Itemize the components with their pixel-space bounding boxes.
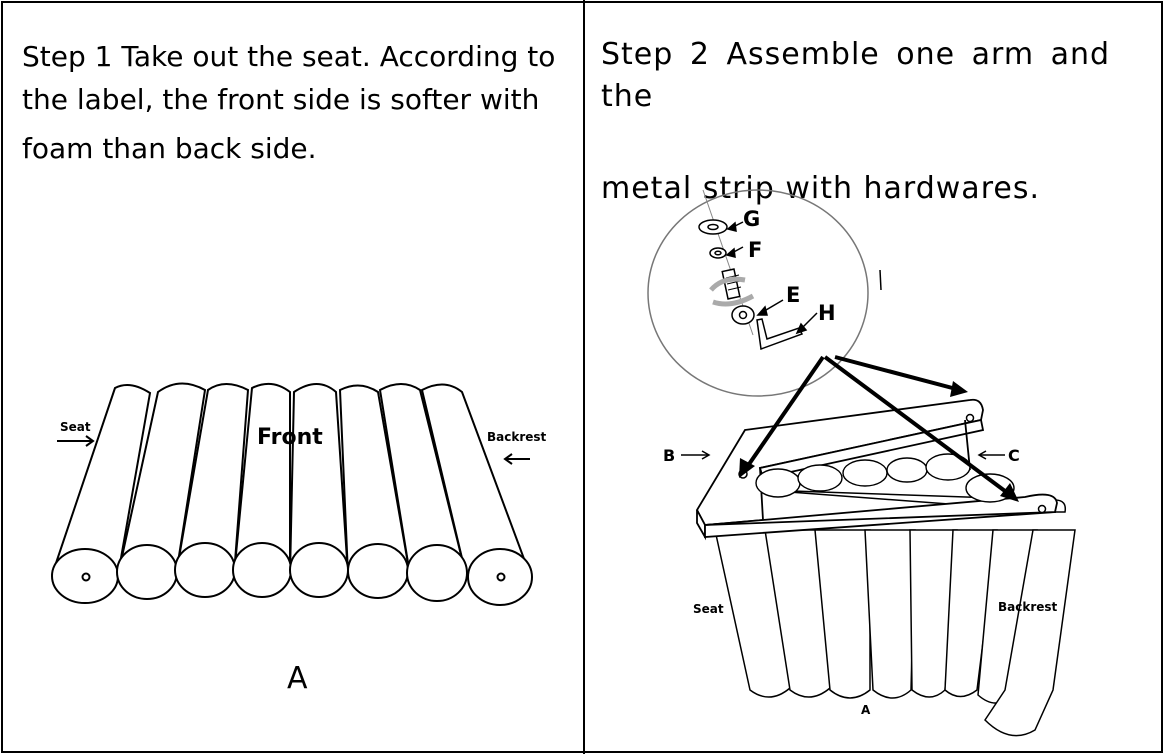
step-2-line-1: Step 2 Assemble one arm and the bbox=[601, 37, 1111, 114]
backrest-label: Backrest bbox=[487, 430, 547, 444]
step-2-line-2: metal strip with hardwares. bbox=[601, 171, 1040, 206]
step-1-text: Step 1 Take out the seat. According to t… bbox=[22, 32, 572, 173]
hardware-detail-circle bbox=[647, 189, 869, 397]
part-b-label: B bbox=[663, 446, 675, 465]
arm-assembly-illustration: G F E H bbox=[647, 189, 1076, 737]
part-g-label: G bbox=[743, 207, 760, 231]
seat-front-illustration: Seat Backrest Front A bbox=[51, 382, 547, 696]
front-label: Front bbox=[257, 425, 323, 450]
part-f-label: F bbox=[748, 238, 762, 262]
part-c-label: C bbox=[1008, 446, 1020, 465]
part-a-label: A bbox=[287, 661, 308, 696]
part-e-label: E bbox=[786, 283, 800, 307]
step-2-cell: Step 2 Assemble one arm and the metal st… bbox=[585, 0, 1165, 754]
seat-label-2: Seat bbox=[693, 602, 724, 616]
step-1-line-3: foam than back side. bbox=[22, 132, 317, 165]
column-divider bbox=[583, 0, 585, 754]
step-1-cell: Step 1 Take out the seat. According to t… bbox=[22, 32, 572, 696]
part-a-label-2: A bbox=[861, 703, 871, 717]
backrest-label-2: Backrest bbox=[998, 600, 1058, 614]
step-1-line-1: Step 1 Take out the seat. According to bbox=[22, 40, 556, 73]
seat-label: Seat bbox=[60, 420, 91, 434]
step-2-text: Step 2 Assemble one arm and the metal st… bbox=[601, 34, 1161, 210]
step-1-line-2: the label, the front side is softer with bbox=[22, 83, 540, 116]
part-h-label: H bbox=[818, 301, 836, 325]
